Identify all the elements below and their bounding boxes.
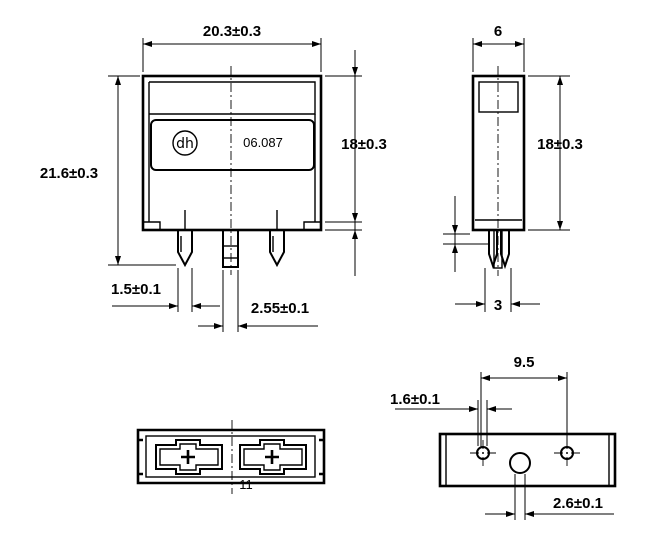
front-view: dh 06.087 (141, 66, 323, 275)
front-pin-right (269, 230, 285, 268)
side-pin-label: 3 (494, 297, 502, 314)
front-pin-left (177, 230, 193, 268)
center-hole (509, 452, 531, 474)
front-dimensions: 20.3±0.3 21.6±0.3 18±0.3 1.5±0.1 2.55±0. (40, 23, 387, 332)
top-view: 11 (136, 420, 326, 494)
side-body-outline (471, 74, 526, 232)
pin-width-label: 1.5±0.1 (111, 281, 161, 298)
side-pin-left (488, 230, 498, 270)
logo-text: dh (176, 136, 194, 152)
side-dimensions: 6 18±0.3 3 (443, 23, 583, 314)
bottom-view (438, 432, 617, 488)
dh-logo (172, 130, 198, 156)
front-body-outline (141, 74, 323, 232)
front-total-height-label: 21.6±0.3 (40, 165, 98, 182)
part-number: 06.087 (243, 135, 283, 150)
front-pin-center (222, 229, 239, 268)
front-label-panel (150, 119, 315, 171)
side-width-label: 6 (494, 23, 502, 40)
side-view (471, 66, 526, 276)
hole-spacing-label: 9.5 (514, 354, 535, 371)
front-top-strip (149, 81, 316, 115)
left-socket (155, 439, 223, 475)
right-socket (239, 439, 307, 475)
center-hole-label: 2.6±0.1 (553, 495, 603, 512)
front-body-height-label: 18±0.3 (341, 136, 387, 153)
hole-dia-label: 1.6±0.1 (390, 391, 440, 408)
side-top-window (478, 81, 519, 113)
side-pin-right (500, 230, 510, 270)
bottom-body-outline (438, 432, 617, 488)
front-width-label: 20.3±0.3 (203, 23, 261, 40)
bottom-dimensions: 9.5 1.6±0.1 2.6±0.1 (390, 354, 614, 520)
top-body-outline (136, 428, 326, 485)
top-center-label: 11 (239, 477, 253, 492)
side-height-label: 18±0.3 (537, 136, 583, 153)
pin-pitch-label: 2.55±0.1 (251, 300, 309, 317)
